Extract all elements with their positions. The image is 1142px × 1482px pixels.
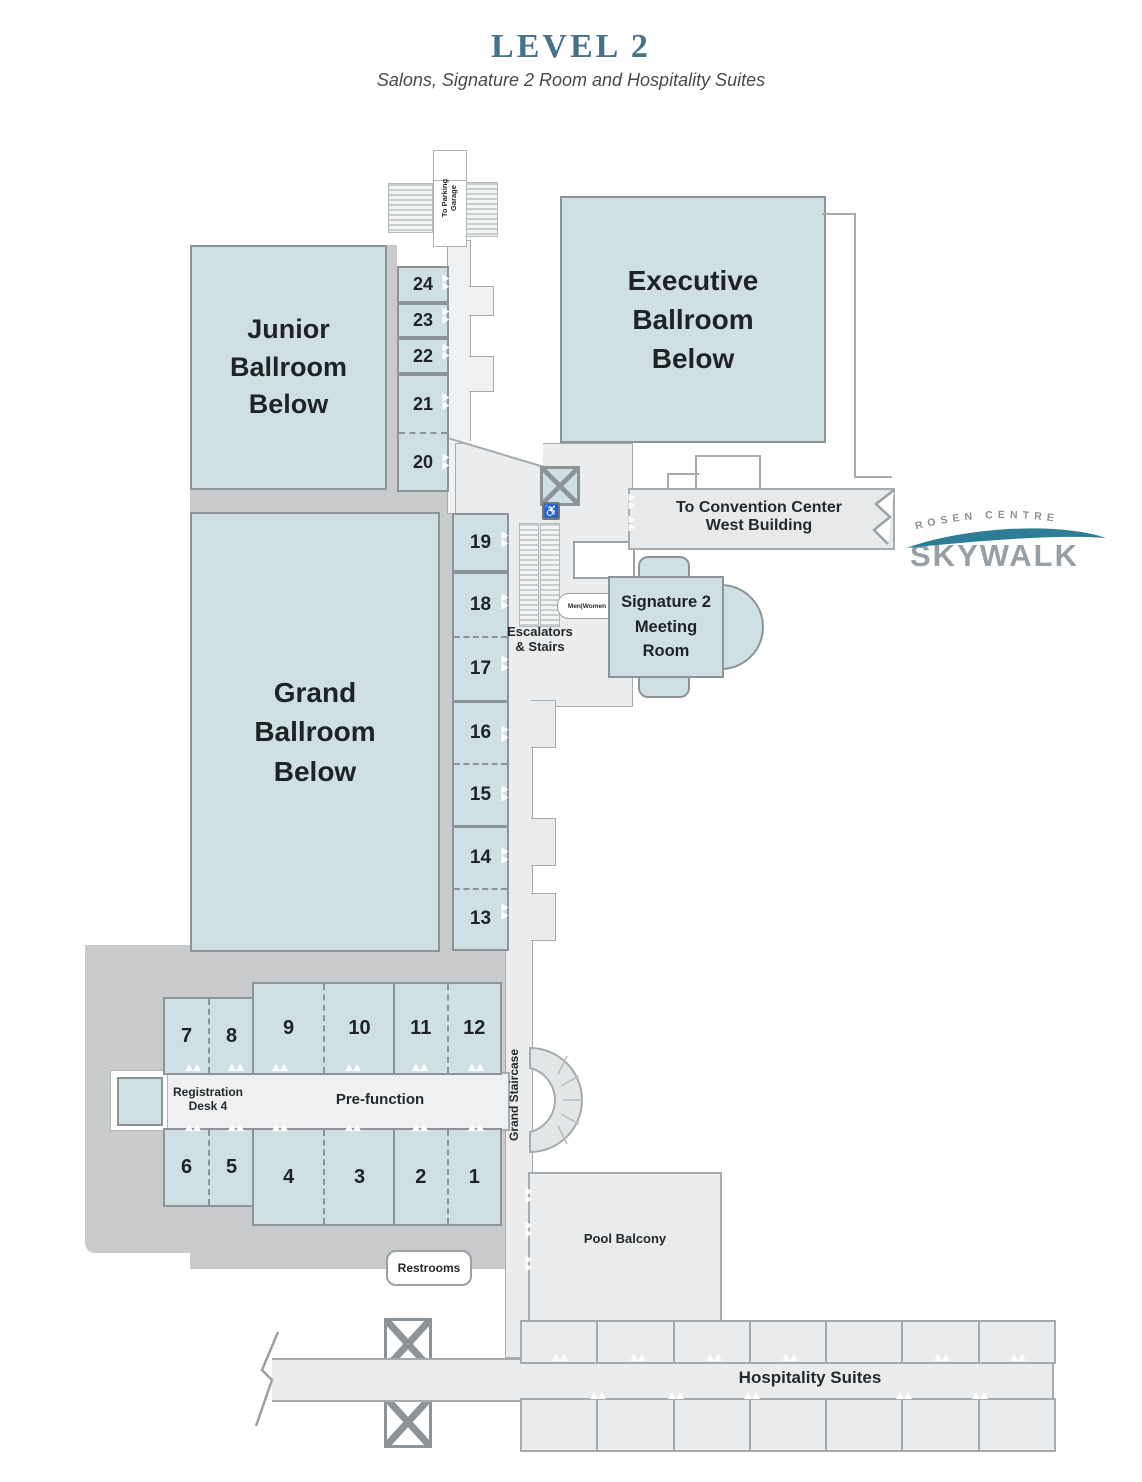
salon-1: 1 (446, 1130, 501, 1224)
suite (751, 1400, 828, 1450)
salon-21-20: 21 20 (397, 374, 449, 492)
salon-9-10: 9 10 (252, 982, 396, 1075)
suite (827, 1400, 904, 1450)
parking-corridor (433, 180, 467, 247)
elevator-box (540, 466, 580, 506)
salon-22: 22 (397, 338, 449, 374)
salon-18: 18 (469, 594, 492, 615)
signature-2-meeting-room: Signature 2 Meeting Room (608, 556, 764, 698)
men-women-restroom-label: Men|Women (557, 593, 617, 619)
salon-5: 5 (208, 1130, 253, 1205)
suite (598, 1400, 675, 1450)
upper-corridor-bump-2 (469, 356, 494, 392)
grand-ballroom-below: Grand Ballroom Below (190, 512, 440, 952)
suite (980, 1400, 1054, 1450)
salon-21: 21 (412, 393, 434, 414)
salon-23: 23 (397, 303, 449, 338)
salon-20: 20 (399, 432, 447, 490)
suite (903, 1322, 980, 1362)
hospitality-suites-bottom-row (520, 1398, 1056, 1452)
salon-2: 2 (415, 1165, 427, 1188)
registration-desk-4-label: Registration Desk 4 (172, 1085, 243, 1113)
corridor-bump-1 (531, 700, 556, 748)
corridor-break-mark (872, 489, 895, 545)
outer-wall-right (854, 213, 856, 477)
suite (903, 1400, 980, 1450)
corridor-break-symbol (254, 1331, 280, 1427)
salon-17: 17 (454, 636, 507, 700)
corridor-bump-3 (531, 893, 556, 941)
to-parking-garage-label: To Parking Garage (440, 178, 458, 218)
suite (980, 1322, 1054, 1362)
salon-14: 14 (469, 846, 492, 868)
salon-19: 19 (452, 513, 509, 572)
main-vertical-corridor (505, 705, 533, 1358)
parking-escalator-right (466, 182, 498, 237)
salon-10: 10 (323, 984, 394, 1073)
upper-corridor-bump-1 (469, 286, 494, 316)
corridor-bump-2 (531, 818, 556, 866)
page-title: LEVEL 2 (491, 28, 651, 65)
salon-16: 16 (469, 722, 492, 743)
salon-6: 6 (180, 1156, 193, 1178)
executive-ballroom-below: Executive Ballroom Below (560, 196, 826, 443)
prefunction-label: Pre-function (335, 1090, 425, 1108)
suite (675, 1322, 751, 1362)
signature-2-label: Signature 2 Meeting Room (608, 576, 724, 678)
to-convention-center-label: To Convention Center West Building (676, 499, 842, 534)
accessible-icon: ♿ (542, 502, 560, 520)
page-subtitle: Salons, Signature 2 Room and Hospitality… (376, 70, 766, 90)
skywalk-swoosh (906, 528, 1106, 548)
registration-desk (117, 1077, 163, 1126)
suite (598, 1322, 675, 1362)
pool-balcony (528, 1172, 722, 1324)
outer-wall-bottom (854, 476, 892, 478)
escalator-mid-right (540, 523, 560, 627)
salon-12: 12 (446, 984, 501, 1073)
salon-6-5: 6 5 (163, 1128, 255, 1207)
convention-corridor (628, 488, 895, 550)
salon-8: 8 (208, 999, 253, 1073)
salon-14-13: 14 13 (452, 826, 509, 951)
skywalk-logo: ROSEN CENTRE SKYWALK (906, 509, 1106, 573)
salon-18-17: 18 17 (452, 572, 509, 702)
salon-15: 15 (454, 763, 507, 825)
restrooms-label: Restrooms (386, 1250, 472, 1286)
hospitality-suites-top-row (520, 1320, 1056, 1364)
salon-11: 11 (410, 1017, 432, 1039)
grand-staircase-label: Grand Staircase (507, 1048, 521, 1142)
elevator-lobby-box (573, 541, 635, 579)
grand-staircase (529, 1046, 583, 1154)
escalators-stairs-label: Escalators & Stairs (507, 624, 573, 654)
salon-9: 9 (282, 1017, 295, 1039)
salon-11-12: 11 12 (393, 982, 502, 1075)
salon-7: 7 (180, 1024, 193, 1047)
suite (751, 1322, 828, 1362)
corridor-strip-grand (436, 512, 452, 948)
outer-wall-top (822, 213, 856, 215)
salon-4: 4 (282, 1165, 295, 1188)
salon-4-3: 4 3 (252, 1128, 396, 1226)
suite (827, 1322, 904, 1362)
escalator-mid-left (519, 523, 539, 627)
salon-16-15: 16 15 (452, 701, 509, 827)
suite (675, 1400, 751, 1450)
salon-13: 13 (454, 887, 507, 950)
parking-escalator-left (388, 183, 433, 233)
stairwell-box-bottom (384, 1396, 432, 1448)
salon-2-1: 2 1 (393, 1128, 502, 1226)
step-outline-2 (667, 473, 699, 491)
suite (522, 1400, 599, 1450)
suite (522, 1322, 599, 1362)
pool-balcony-label: Pool Balcony (583, 1230, 667, 1246)
hospitality-suites-label: Hospitality Suites (738, 1368, 882, 1387)
junior-ballroom-below: Junior Ballroom Below (190, 245, 387, 490)
step-outline-1 (695, 455, 761, 491)
salon-3: 3 (323, 1130, 394, 1224)
salon-7-8: 7 8 (163, 997, 255, 1075)
salon-24: 24 (397, 266, 449, 303)
